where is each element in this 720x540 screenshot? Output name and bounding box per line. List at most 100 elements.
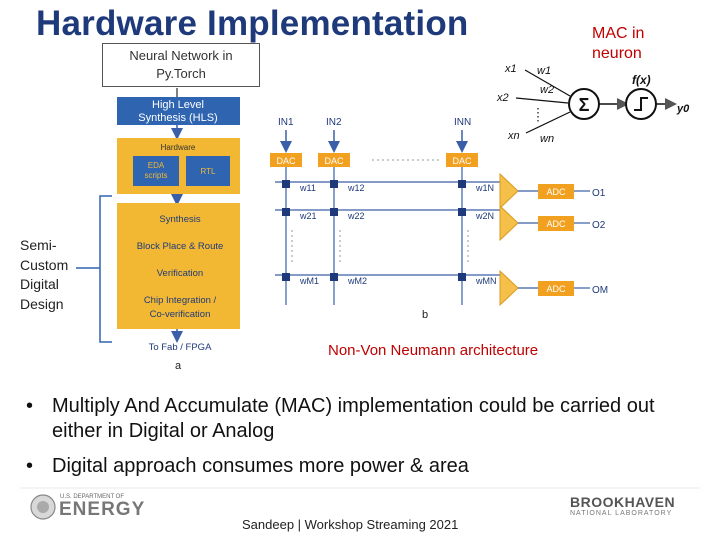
amp-2	[499, 204, 519, 242]
semi-custom-label: Semi- Custom Digital Design	[20, 236, 68, 314]
neural-network-box: Neural Network in Py.Torch	[102, 43, 260, 87]
panel-a-letter: a	[175, 360, 182, 372]
neuron-edge-1	[524, 69, 571, 97]
weight-cell-21	[282, 208, 290, 216]
semi-line2: Custom	[20, 256, 69, 273]
input-inn: INN	[454, 117, 471, 128]
output-o2: O2	[592, 220, 606, 231]
neuron-output: y0	[676, 103, 690, 115]
semi-line3: Digital	[20, 276, 59, 292]
mac-label-line1: MAC in	[592, 25, 645, 42]
adc-box-1	[538, 184, 574, 199]
nn-box-line2: Py.Torch	[156, 66, 206, 81]
footer-text: Sandeep | Workshop Streaming 2021	[242, 517, 459, 532]
hls-line1: High Level	[152, 99, 204, 111]
bullet-item: • Digital approach consumes more power &…	[26, 454, 706, 479]
weight-wm1: wM1	[299, 276, 319, 286]
non-von-neumann-caption: Non-Von Neumann architecture	[328, 342, 539, 359]
dac-label-2: DAC	[324, 156, 344, 166]
doe-seal-icon	[30, 494, 56, 520]
weight-cell-m1	[282, 273, 290, 281]
sum-symbol: Σ	[579, 95, 590, 115]
dac-box-n	[446, 153, 478, 167]
neuron-wn: wn	[540, 133, 554, 145]
rtl-label: RTL	[201, 167, 217, 176]
adc-label-1: ADC	[546, 187, 566, 197]
mac-in-neuron-label: MAC in neuron	[592, 24, 644, 64]
step-verification: Verification	[157, 268, 203, 279]
output-o1: O1	[592, 188, 606, 199]
bnl-big-text: BROOKHAVEN	[570, 494, 676, 510]
panel-b-letter: b	[422, 309, 428, 321]
weight-w22: w22	[347, 211, 365, 221]
hardware-label: Hardware	[161, 143, 196, 152]
weight-w11: w11	[299, 183, 316, 193]
semi-custom-bracket	[99, 195, 112, 343]
doe-big-text: ENERGY	[59, 499, 146, 520]
spacer	[360, 230, 440, 262]
step-place-route: Block Place & Route	[137, 241, 224, 252]
step-icon	[634, 97, 648, 111]
weight-w2n: w2N	[475, 211, 494, 221]
slide-title: Hardware Implementation	[36, 4, 469, 43]
step-synthesis: Synthesis	[159, 214, 200, 225]
eda-line1: EDA	[148, 161, 165, 170]
rtl-box	[186, 156, 230, 186]
weight-wmn: wMN	[475, 276, 497, 286]
amp-1	[499, 172, 519, 210]
weight-cell-m2	[330, 273, 338, 281]
weight-cell-mn	[458, 273, 466, 281]
weight-cell-22	[330, 208, 338, 216]
weight-cell-11	[282, 180, 290, 188]
neuron-x1: x1	[504, 63, 517, 75]
digital-flow-box	[117, 203, 240, 329]
adc-label-m: ADC	[546, 284, 566, 294]
adc-label-2: ADC	[546, 219, 566, 229]
neuron-x2: x2	[496, 92, 509, 104]
neuron-edge-2	[515, 97, 569, 104]
weight-cell-1n	[458, 180, 466, 188]
step-chip-integration: Chip Integration /	[144, 295, 217, 306]
weight-wm2: wM2	[347, 276, 367, 286]
weight-cell-12	[330, 180, 338, 188]
to-fab-label: To Fab / FPGA	[149, 342, 212, 353]
dac-box-2	[318, 153, 350, 167]
bullet-dot-icon: •	[26, 455, 34, 477]
semi-line4: Design	[20, 295, 64, 312]
input-in1: IN1	[278, 117, 294, 128]
bullet-dot-icon: •	[26, 395, 34, 417]
bnl-small-text: NATIONAL LABORATORY	[570, 510, 673, 517]
output-om: OM	[592, 285, 608, 296]
neuron-w1: w1	[537, 65, 551, 77]
bullet-list: • Multiply And Accumulate (MAC) implemen…	[26, 394, 706, 489]
nn-box-line1: Neural Network in	[129, 48, 233, 63]
neuron-edge-n	[525, 111, 571, 134]
semi-line1: Semi-	[20, 237, 57, 253]
hls-box	[117, 97, 240, 125]
doe-logo: U.S. DEPARTMENT OF ENERGY	[30, 492, 144, 527]
step-coverification: Co-verification	[150, 309, 211, 320]
doe-small-text: U.S. DEPARTMENT OF	[60, 494, 125, 500]
dac-label-n: DAC	[452, 156, 472, 166]
bullet-text-2: Digital approach consumes more power & a…	[52, 455, 469, 477]
hls-line2: Synthesis (HLS)	[138, 112, 217, 124]
neuron-w2: w2	[540, 84, 554, 96]
eda-box	[133, 156, 179, 186]
dac-label-1: DAC	[276, 156, 296, 166]
bullet-text-1: Multiply And Accumulate (MAC) implementa…	[52, 395, 655, 442]
weight-cell-2n	[458, 208, 466, 216]
input-in2: IN2	[326, 117, 342, 128]
mac-label-line2: neuron	[592, 45, 642, 62]
activation-label: f(x)	[632, 73, 651, 87]
dac-box-1	[270, 153, 302, 167]
amp-m	[499, 269, 519, 307]
weight-w21: w21	[299, 211, 317, 221]
eda-line2: scripts	[144, 171, 167, 180]
neuron-xn: xn	[507, 130, 520, 142]
weight-w1n: w1N	[475, 183, 494, 193]
weight-w12: w12	[347, 183, 365, 193]
adc-box-2	[538, 216, 574, 231]
adc-box-m	[538, 281, 574, 296]
bnl-logo: BROOKHAVEN NATIONAL LABORATORY	[570, 494, 675, 517]
